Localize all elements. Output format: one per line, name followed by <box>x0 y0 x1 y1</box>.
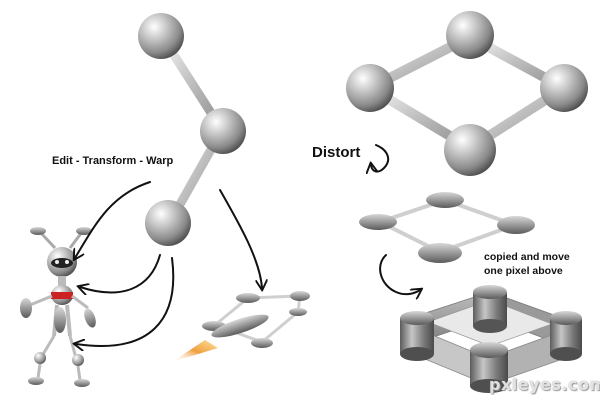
flat-disc <box>497 216 535 234</box>
rocket-body <box>211 314 269 338</box>
arrow-distort <box>371 144 390 172</box>
molecule-sphere <box>446 11 494 59</box>
frame-cylinder <box>550 311 582 361</box>
distorted-molecule <box>359 192 535 263</box>
arrow-to-robot-leg <box>76 257 175 346</box>
distort-caption: Distort <box>312 144 361 161</box>
molecule-sphere <box>145 200 191 246</box>
right-molecule <box>346 11 588 176</box>
robot-belt <box>51 292 73 299</box>
flat-disc <box>359 214 397 230</box>
copied-caption-line2: one pixel above <box>484 265 563 277</box>
watermark: pxleyes.com <box>489 375 600 394</box>
arrow-to-robot-arm <box>80 254 161 292</box>
molecule-sphere <box>540 64 588 112</box>
molecule-sphere <box>346 64 394 112</box>
extruded-frame <box>400 285 582 393</box>
rocket-flame <box>172 340 218 362</box>
flat-disc <box>426 192 464 208</box>
robot-eyes <box>51 258 73 268</box>
arrow-copied <box>379 254 420 294</box>
left-molecule <box>138 13 246 246</box>
spaceship-figure <box>172 291 310 362</box>
frame-cylinder <box>470 342 508 393</box>
copied-caption: copied and move one pixel above <box>484 250 570 278</box>
robot-figure <box>20 227 96 387</box>
molecule-sphere <box>138 13 184 59</box>
flat-disc <box>418 243 462 263</box>
frame-cylinder <box>473 285 507 333</box>
molecule-sphere <box>200 108 246 154</box>
copied-caption-line1: copied and move <box>484 251 570 263</box>
arrow-to-spaceship <box>219 189 262 288</box>
warp-caption: Edit - Transform - Warp <box>52 155 174 167</box>
arrow-warp-to-head <box>75 181 151 258</box>
frame-cylinder <box>400 311 434 361</box>
hand-drawn-arrows <box>75 144 420 346</box>
molecule-sphere <box>444 124 496 176</box>
